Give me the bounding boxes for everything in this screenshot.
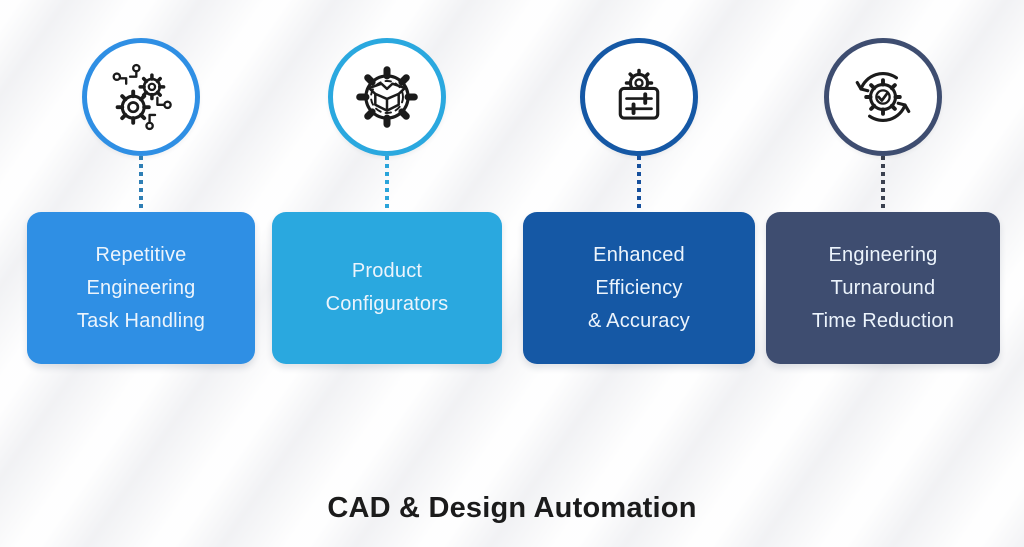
gears-circuit-icon bbox=[112, 63, 172, 131]
feature-icon-circle bbox=[328, 38, 446, 156]
card-line: Repetitive bbox=[95, 243, 187, 266]
feature-column-turnaround-reduction: Engineering Turnaround Time Reduction bbox=[766, 38, 1000, 364]
card-line: Engineering bbox=[86, 276, 196, 299]
connector-dotted-line bbox=[637, 156, 641, 212]
card-line: Configurators bbox=[325, 293, 449, 315]
feature-icon-circle bbox=[824, 38, 942, 156]
feature-icon-circle bbox=[580, 38, 698, 156]
feature-column-repetitive-tasks: Repetitive Engineering Task Handling bbox=[27, 38, 255, 364]
card-line: Task Handling bbox=[76, 309, 206, 332]
connector-dotted-line bbox=[881, 156, 885, 212]
card-line: Turnaround bbox=[830, 276, 936, 299]
diagram-title: CAD & Design Automation bbox=[327, 492, 697, 524]
feature-card: Repetitive Engineering Task Handling bbox=[27, 212, 255, 364]
feature-card: Enhanced Efficiency & Accuracy bbox=[523, 212, 755, 364]
card-line: Time Reduction bbox=[811, 309, 955, 332]
card-line: Enhanced bbox=[593, 243, 685, 266]
control-panel-gear-icon bbox=[618, 68, 660, 120]
card-line: & Accuracy bbox=[587, 309, 691, 332]
feature-card: Engineering Turnaround Time Reduction bbox=[766, 212, 1000, 364]
feature-icon-circle bbox=[82, 38, 200, 156]
card-line: Product bbox=[351, 260, 423, 282]
feature-column-product-configurators: Product Configurators bbox=[272, 38, 502, 364]
gear-cycle-check-icon bbox=[855, 72, 911, 122]
card-line: Efficiency bbox=[595, 276, 683, 299]
card-line: Engineering bbox=[828, 243, 938, 266]
gear-package-box-icon bbox=[356, 66, 418, 128]
feature-column-efficiency-accuracy: Enhanced Efficiency & Accuracy bbox=[523, 38, 755, 364]
connector-dotted-line bbox=[139, 156, 143, 212]
feature-card: Product Configurators bbox=[272, 212, 502, 364]
connector-dotted-line bbox=[385, 156, 389, 212]
